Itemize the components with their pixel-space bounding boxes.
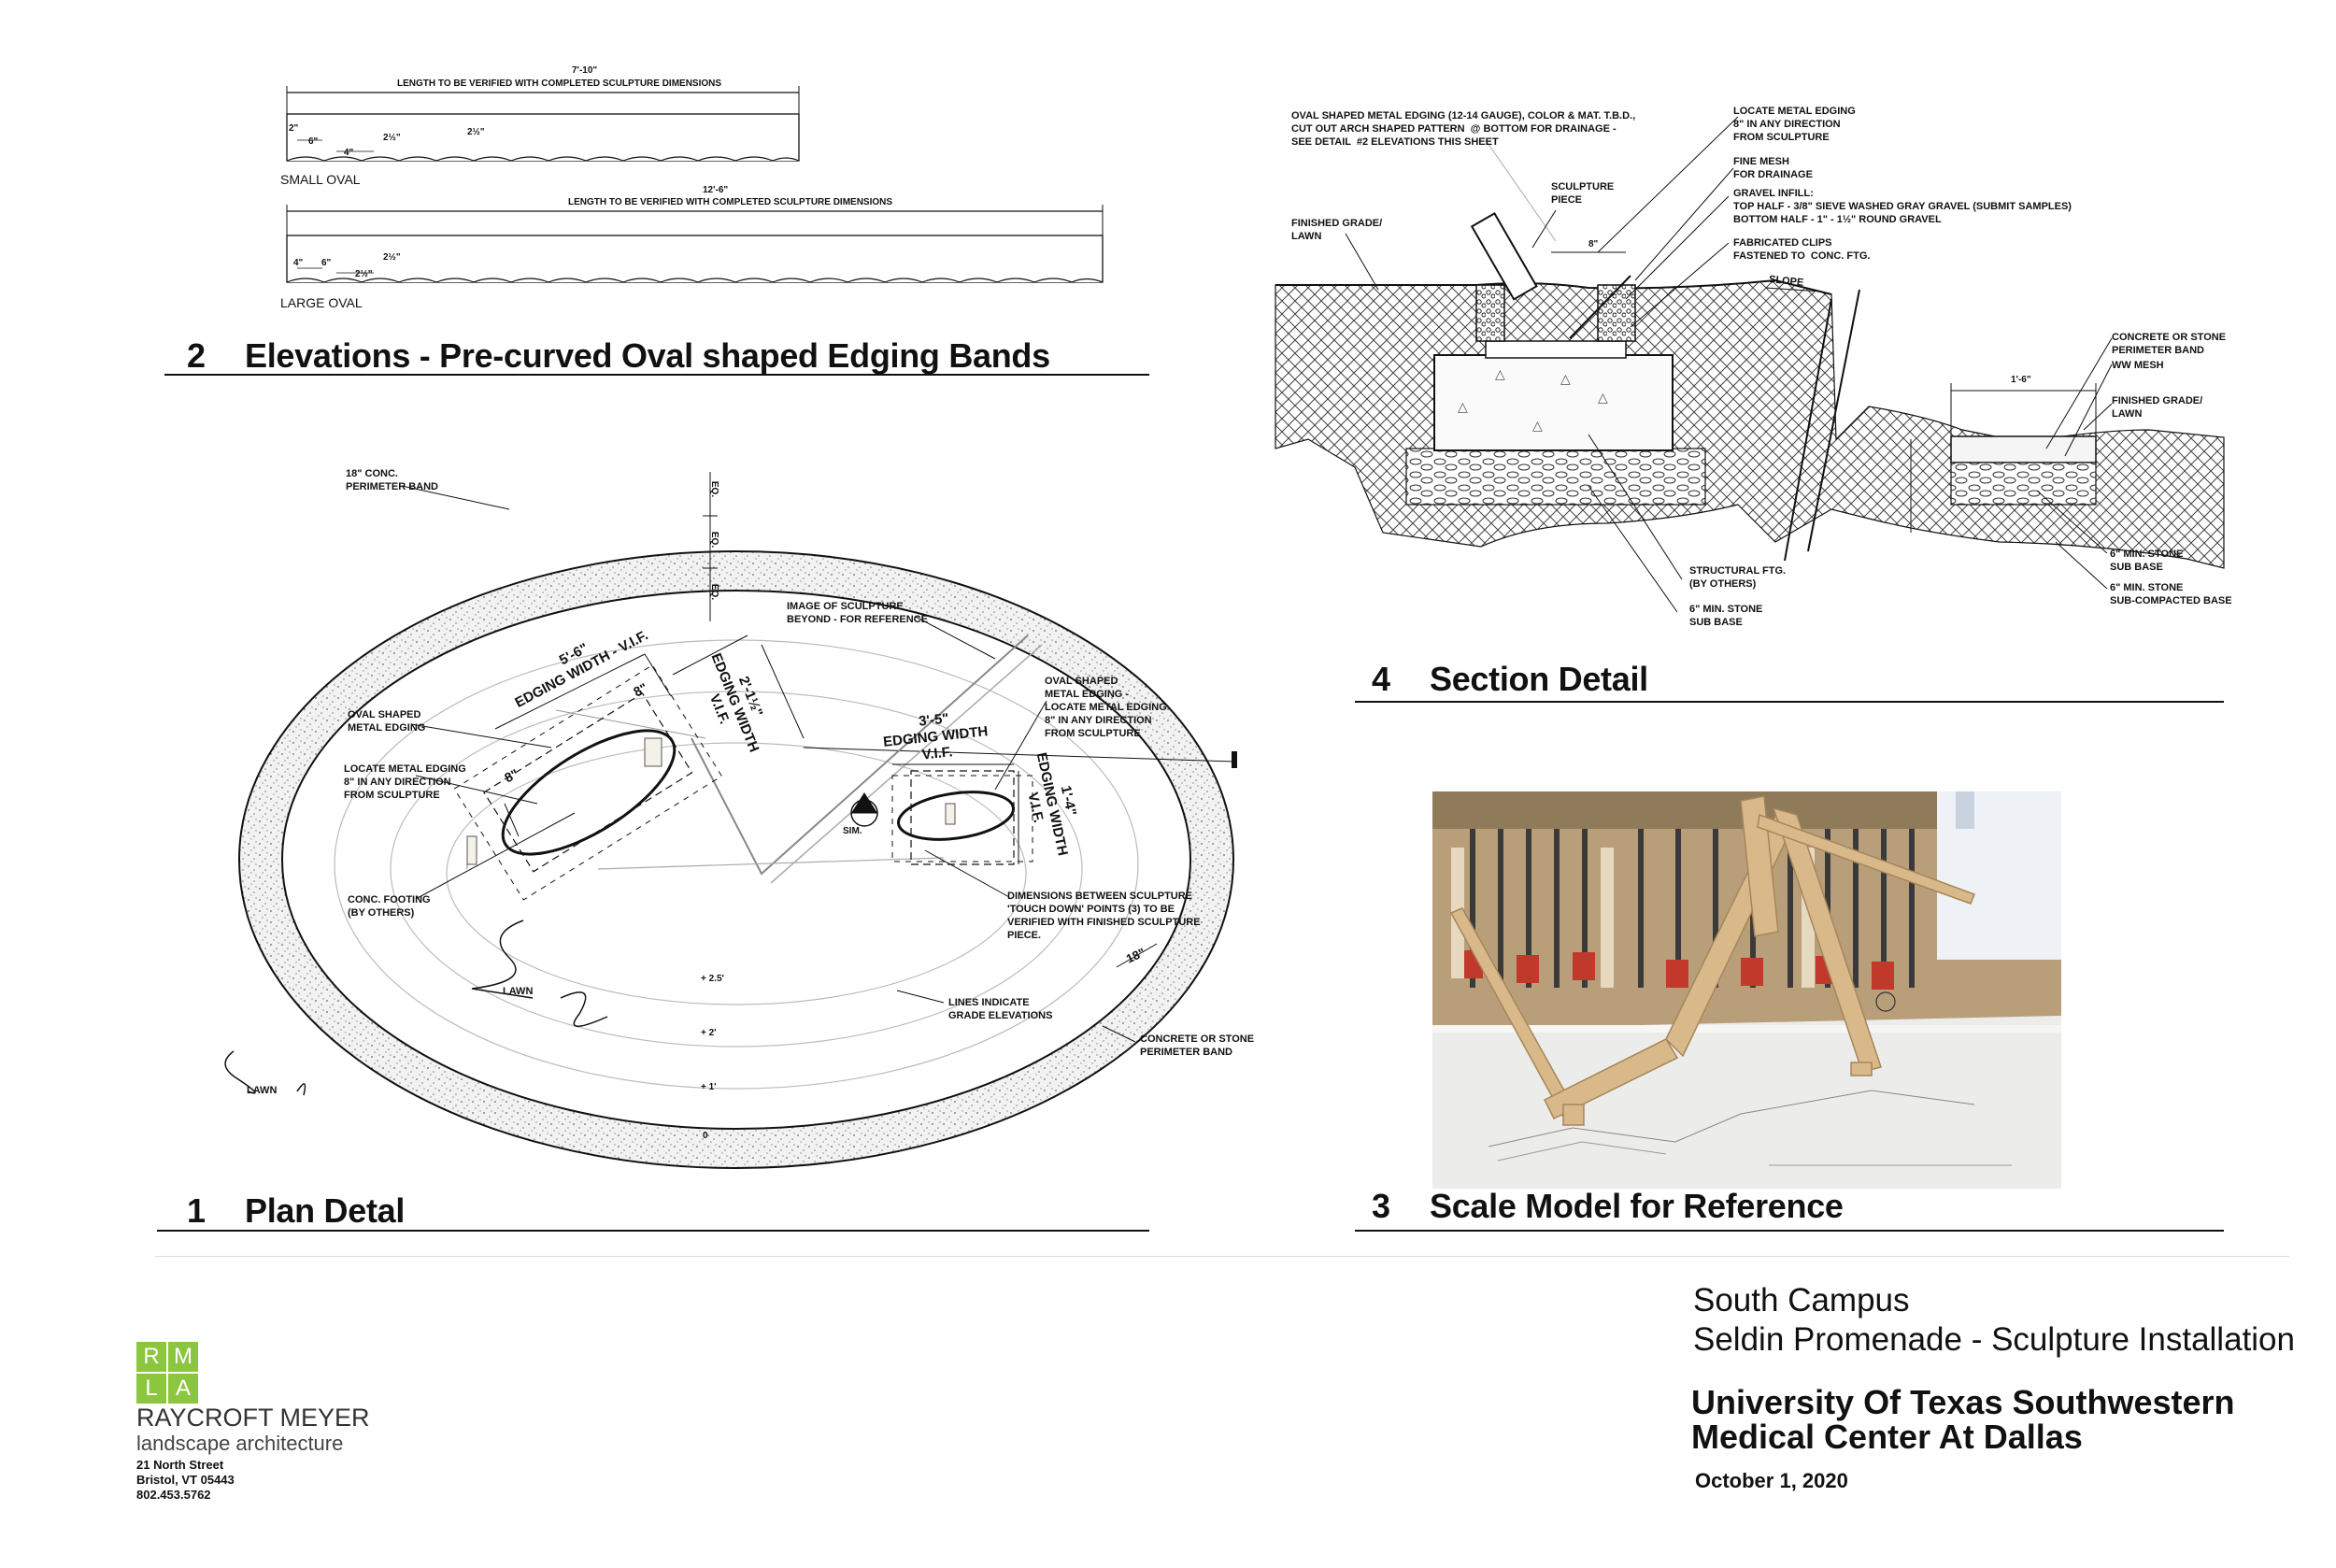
large-oval-dimension: 12'-6": [703, 185, 729, 195]
small-oval-length-note: LENGTH TO BE VERIFIED WITH COMPLETED SCU…: [397, 78, 722, 89]
svg-text:△: △: [1458, 399, 1468, 414]
small-oval-dimension: 7'-10": [572, 65, 598, 76]
firm-address-line1: 21 North Street: [136, 1458, 224, 1472]
small-oval-label: SMALL OVAL: [280, 172, 361, 187]
note-structural-ftg: STRUCTURAL FTG. (BY OTHERS): [1689, 565, 1787, 590]
detail-number: 4: [1372, 660, 1390, 698]
note-dimensions: DIMENSIONS BETWEEN SCULPTURE 'TOUCH DOWN…: [1007, 891, 1201, 941]
dim-label: 6": [308, 136, 319, 147]
note-oval-edging: OVAL SHAPED METAL EDGING: [348, 709, 426, 734]
detail-number: 1: [187, 1191, 206, 1230]
firm-name: RAYCROFT MEYER: [136, 1404, 370, 1432]
note-concrete-stone-band: CONCRETE OR STONE PERIMETER BAND: [2112, 332, 2227, 356]
photo-illustration: [1432, 791, 2061, 1189]
client-name-line2: Medical Center At Dallas: [1691, 1418, 2083, 1456]
note-locate-edging: LOCATE METAL EDGING 8" IN ANY DIRECTION …: [344, 763, 466, 801]
grade-elevation: 0: [703, 1131, 708, 1141]
scale-model-title: 3 Scale Model for Reference: [1372, 1187, 1844, 1226]
note-oval-metal-edging: OVAL SHAPED METAL EDGING (12-14 GAUGE), …: [1291, 110, 1636, 148]
dim-label: 2": [289, 123, 299, 134]
detail-title-text: Plan Detal: [245, 1191, 406, 1230]
project-location: South Campus: [1693, 1282, 1910, 1319]
firm-discipline: landscape architecture: [136, 1432, 344, 1455]
grade-elevation: + 2': [701, 1028, 717, 1038]
note-locate-edging-section: LOCATE METAL EDGING 8" IN ANY DIRECTION …: [1733, 106, 1856, 143]
dim-label: 2½": [383, 133, 401, 143]
section-title: 4 Section Detail: [1372, 660, 1648, 699]
elevations-title: 2 Elevations - Pre-curved Oval shaped Edg…: [187, 336, 1050, 376]
dim-16-section: 1'-6": [2011, 375, 2031, 385]
grade-elevation: + 2.5': [701, 974, 724, 984]
svg-text:△: △: [1495, 366, 1505, 381]
detail-number: 2: [187, 336, 206, 375]
note-sub-compacted-base: 6" MIN. STONE SUB-COMPACTED BASE: [2110, 582, 2232, 606]
dim-label: 2½": [355, 269, 373, 279]
detail-title-text: Section Detail: [1430, 660, 1648, 698]
note-oval-edging-right: OVAL SHAPED METAL EDGING - LOCATE METAL …: [1045, 676, 1167, 739]
large-oval-length-note: LENGTH TO BE VERIFIED WITH COMPLETED SCU…: [568, 197, 893, 207]
monogram-r: R: [136, 1342, 166, 1372]
detail-number: 3: [1372, 1187, 1390, 1225]
project-name: Seldin Promenade - Sculpture Installatio…: [1693, 1321, 2295, 1358]
firm-address-line2: Bristol, VT 05443: [136, 1473, 235, 1487]
monogram-l: L: [136, 1374, 166, 1404]
note-grade-lines: LINES INDICATE GRADE ELEVATIONS: [948, 997, 1053, 1021]
large-oval-label: LARGE OVAL: [280, 295, 363, 310]
dim-label: 4": [344, 148, 354, 158]
dim-label: 2½": [383, 252, 401, 263]
dim-label: 4": [293, 258, 304, 268]
monogram-m: M: [168, 1342, 198, 1372]
note-gravel-infill: GRAVEL INFILL: TOP HALF - 3/8" SIEVE WAS…: [1733, 188, 2072, 225]
note-stone-sub-base-right: 6" MIN. STONE SUB BASE: [2110, 549, 2184, 573]
note-ww-mesh: WW MESH: [2112, 360, 2164, 371]
svg-text:△: △: [1598, 390, 1608, 405]
svg-text:△: △: [1560, 371, 1571, 386]
sheet-date: October 1, 2020: [1695, 1469, 1848, 1492]
dim-label: 2½": [467, 127, 485, 137]
detail-title-text: Scale Model for Reference: [1430, 1187, 1844, 1225]
lawn-label: LAWN: [503, 986, 534, 997]
note-fine-mesh: FINE MESH FOR DRAINAGE: [1733, 156, 1813, 180]
title-rule: [1355, 1230, 2224, 1232]
title-rule: [164, 374, 1149, 376]
note-image-of-sculpture: IMAGE OF SCULPTURE BEYOND - FOR REFERENC…: [787, 601, 928, 625]
title-rule: [157, 1230, 1149, 1232]
grade-elevation: + 1': [701, 1082, 717, 1092]
note-fabricated-clips: FABRICATED CLIPS FASTENED TO CONC. FTG.: [1733, 237, 1871, 262]
firm-phone: 802.453.5762: [136, 1488, 211, 1502]
firm-monogram: R M L A: [136, 1342, 198, 1404]
detail-title-text: Elevations - Pre-curved Oval shaped Edgi…: [245, 336, 1050, 375]
dim-label: 6": [321, 258, 332, 268]
plan-title: 1 Plan Detal: [187, 1191, 405, 1231]
lawn-label: LAWN: [247, 1085, 278, 1096]
note-stone-sub-base: 6" MIN. STONE SUB BASE: [1689, 604, 1763, 628]
sheet-divider: [155, 1256, 2289, 1257]
dim-8-section: 8": [1588, 239, 1599, 249]
monogram-a: A: [168, 1374, 198, 1404]
svg-text:△: △: [1532, 418, 1543, 433]
client-name-line1: University Of Texas Southwestern: [1691, 1383, 2235, 1421]
sim-label: SIM.: [843, 826, 862, 836]
note-finished-grade-right: FINISHED GRADE/ LAWN: [2112, 395, 2203, 420]
note-sculpture-piece: SCULPTURE PIECE: [1551, 181, 1615, 206]
note-conc-footing: CONC. FOOTING (BY OTHERS): [348, 894, 431, 919]
title-rule: [1355, 701, 2224, 703]
scale-model-photo: [1432, 791, 2061, 1189]
note-finished-grade: FINISHED GRADE/ LAWN: [1291, 218, 1383, 242]
note-concrete-perimeter: CONCRETE OR STONE PERIMETER BAND: [1140, 1033, 1255, 1058]
note-perimeter-band: 18" CONC. PERIMETER BAND: [346, 468, 439, 492]
